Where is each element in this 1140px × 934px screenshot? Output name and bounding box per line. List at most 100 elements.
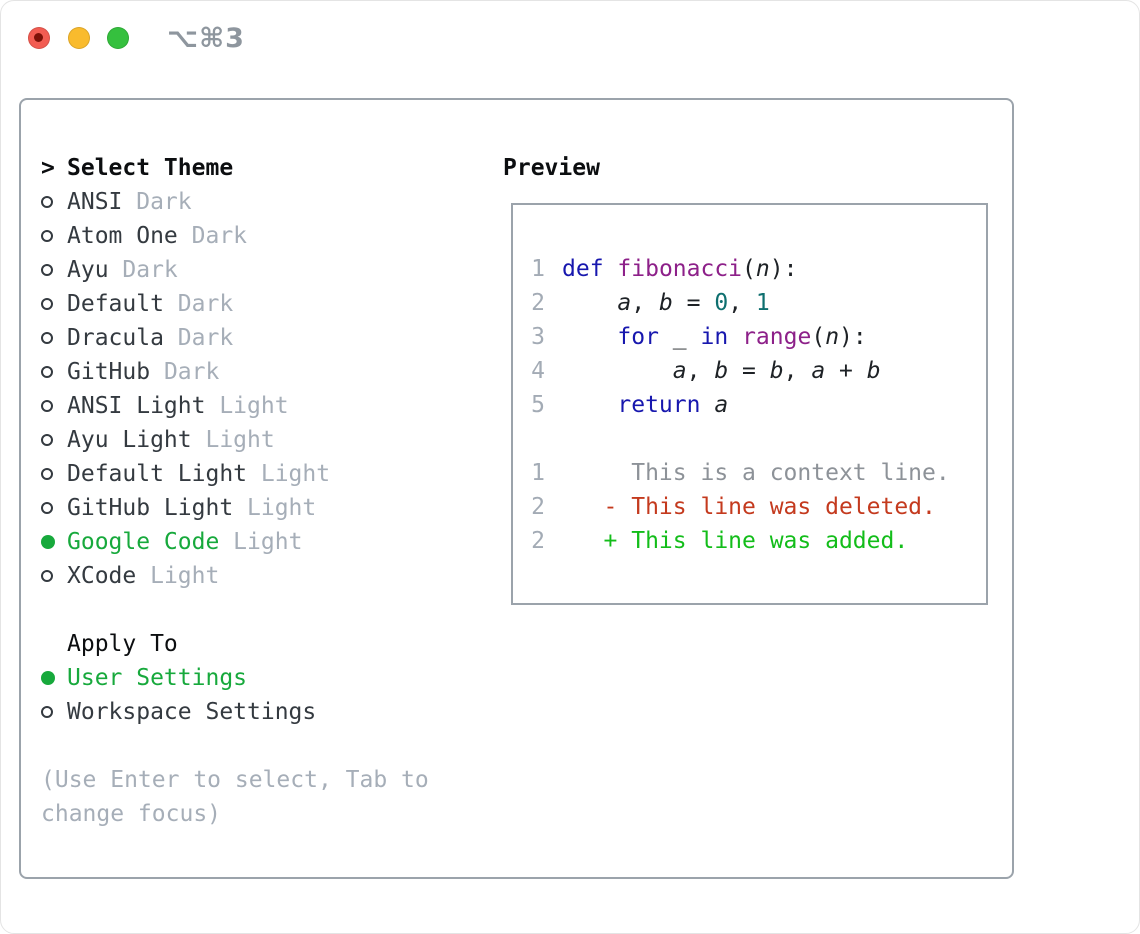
option-label: User Settings — [67, 665, 248, 691]
theme-option[interactable]: ANSI Dark — [41, 185, 491, 219]
minimize-button[interactable] — [68, 27, 90, 49]
radio-circle — [41, 570, 53, 582]
line-number: 5 — [531, 392, 545, 418]
spacer — [41, 593, 491, 627]
radio-circle — [41, 400, 53, 412]
radio-circle — [41, 298, 53, 310]
theme-option[interactable]: Dracula Dark — [41, 321, 491, 355]
select-theme-title: Select Theme — [67, 155, 234, 181]
option-variant-label: Light — [247, 461, 331, 487]
option-variant-label: Light — [205, 393, 289, 419]
radio-circle — [41, 502, 53, 514]
preview-line: 4 a, b = b, a + b — [523, 354, 986, 388]
option-variant-label: Light — [136, 563, 220, 589]
preview-line: 5 return a — [523, 388, 986, 422]
theme-option[interactable]: GitHub Light Light — [41, 491, 491, 525]
option-label: Workspace Settings — [67, 699, 317, 725]
radio-unselected-icon — [41, 570, 67, 582]
radio-unselected-icon — [41, 468, 67, 480]
theme-option[interactable]: Ayu Dark — [41, 253, 491, 287]
spacer — [41, 729, 491, 763]
theme-option[interactable]: Ayu Light Light — [41, 423, 491, 457]
preview-line: 2 - This line was deleted. — [523, 490, 986, 524]
option-label: Google Code — [67, 529, 220, 555]
option-variant-label: Dark — [122, 189, 192, 215]
radio-circle — [41, 264, 53, 276]
preview-line: 2 a, b = 0, 1 — [523, 286, 986, 320]
option-variant-label: Light — [219, 529, 303, 555]
option-label: ANSI Light — [67, 393, 206, 419]
radio-circle — [41, 535, 55, 549]
preview-line: 2 + This line was added. — [523, 524, 986, 558]
line-content: - This line was deleted. — [562, 494, 936, 520]
titlebar: ⌥⌘3 — [1, 1, 1139, 75]
option-label: ANSI — [67, 189, 123, 215]
radio-unselected-icon — [41, 400, 67, 412]
line-number: 1 — [531, 256, 545, 282]
line-number — [523, 422, 545, 456]
radio-unselected-icon — [41, 706, 67, 718]
theme-option[interactable]: XCode Light — [41, 559, 491, 593]
theme-option[interactable]: ANSI Light Light — [41, 389, 491, 423]
option-variant-label: Dark — [163, 325, 234, 351]
line-content: This is a context line. — [562, 460, 950, 486]
radio-circle — [41, 434, 53, 446]
apply-to-header: Apply To — [41, 627, 491, 661]
option-variant-label: Light — [191, 427, 275, 453]
zoom-button[interactable] — [107, 27, 129, 49]
line-number: 2 — [531, 528, 545, 554]
option-label: Ayu Light — [67, 427, 192, 453]
option-variant-label: Dark — [163, 291, 234, 317]
option-label: Atom One — [67, 223, 178, 249]
radio-unselected-icon — [41, 264, 67, 276]
radio-circle — [41, 332, 53, 344]
theme-option[interactable]: Google Code Light — [41, 525, 491, 559]
radio-unselected-icon — [41, 434, 67, 446]
radio-unselected-icon — [41, 230, 67, 242]
close-button[interactable] — [28, 27, 50, 49]
theme-option[interactable]: Default Light Light — [41, 457, 491, 491]
radio-unselected-icon — [41, 502, 67, 514]
line-number: 2 — [531, 494, 545, 520]
apply-to-title: Apply To — [67, 631, 178, 657]
line-number: 3 — [531, 324, 545, 350]
radio-circle — [41, 366, 53, 378]
preview-line: 1 This is a context line. — [523, 456, 986, 490]
apply-to-option[interactable]: Workspace Settings — [41, 695, 491, 729]
radio-selected-icon — [41, 671, 67, 685]
option-variant-label: Light — [233, 495, 317, 521]
radio-unselected-icon — [41, 332, 67, 344]
option-label: GitHub Light — [67, 495, 234, 521]
theme-option[interactable]: Atom One Dark — [41, 219, 491, 253]
radio-circle — [41, 230, 53, 242]
radio-unselected-icon — [41, 298, 67, 310]
line-content: a, b = 0, 1 — [617, 290, 770, 316]
line-content: a, b = b, a + b — [672, 358, 881, 384]
preview-line: 1 def fibonacci(n): — [523, 252, 986, 286]
apply-to-option[interactable]: User Settings — [41, 661, 491, 695]
line-number: 4 — [531, 358, 545, 384]
line-number: 1 — [531, 460, 545, 486]
preview-line: 3 for _ in range(n): — [523, 320, 986, 354]
line-content: def fibonacci(n): — [562, 256, 798, 282]
option-label: GitHub — [67, 359, 151, 385]
option-variant-label: Dark — [150, 359, 220, 385]
line-content: for _ in range(n): — [617, 324, 867, 350]
preview-line — [523, 422, 986, 456]
window-title: ⌥⌘3 — [167, 23, 245, 54]
preview-title: Preview — [503, 155, 600, 181]
line-content: return a — [617, 392, 729, 418]
radio-selected-icon — [41, 535, 67, 549]
radio-unselected-icon — [41, 196, 67, 208]
radio-circle — [41, 196, 53, 208]
theme-option[interactable]: GitHub Dark — [41, 355, 491, 389]
select-theme-header: >Select Theme — [41, 151, 491, 185]
line-content: + This line was added. — [562, 528, 909, 554]
option-label: Default — [67, 291, 164, 317]
theme-option[interactable]: Default Dark — [41, 287, 491, 321]
